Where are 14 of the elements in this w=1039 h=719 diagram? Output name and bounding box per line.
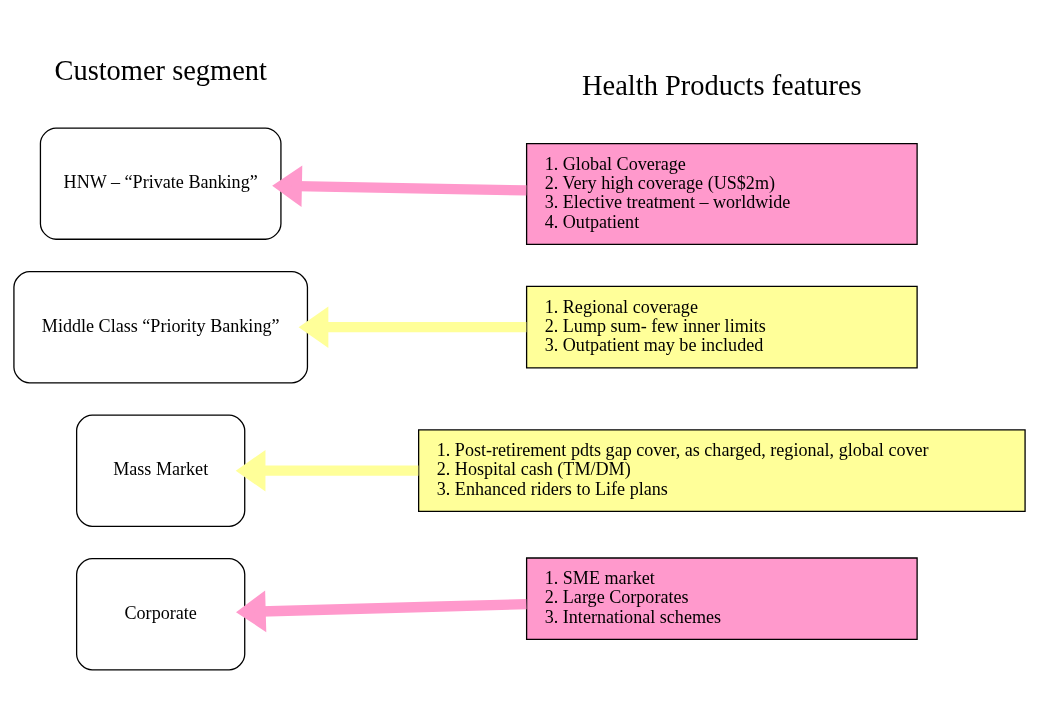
node-box: 1. Regional coverage 2. Lump sum- few inner limits 3. Outpatient may be included	[525, 285, 918, 369]
node-box: 1. SME market 2. Large Corporates 3. International schemes	[525, 557, 918, 641]
arrow	[235, 449, 419, 492]
node-box: Mass Market	[76, 414, 246, 527]
label: Customer segment	[54, 54, 267, 86]
label: Health Products features	[582, 70, 862, 102]
arrow	[272, 165, 527, 207]
arrow	[236, 590, 527, 633]
node-box: Middle Class “Priority Banking”	[13, 270, 309, 384]
node-box: Corporate	[76, 558, 246, 671]
node-box: HNW – “Private Banking”	[39, 127, 282, 240]
node-box: 1. Global Coverage 2. Very high coverage (US$2m) 3. Elective treatment – worldwide 4. Outpatient	[525, 142, 918, 246]
arrow	[298, 306, 527, 348]
node-box: 1. Post-retirement pdts gap cover, as charged, regional, global cover 2. Hospital cash (TM/DM) 3. Enhanced riders to Life plans	[418, 429, 1026, 513]
